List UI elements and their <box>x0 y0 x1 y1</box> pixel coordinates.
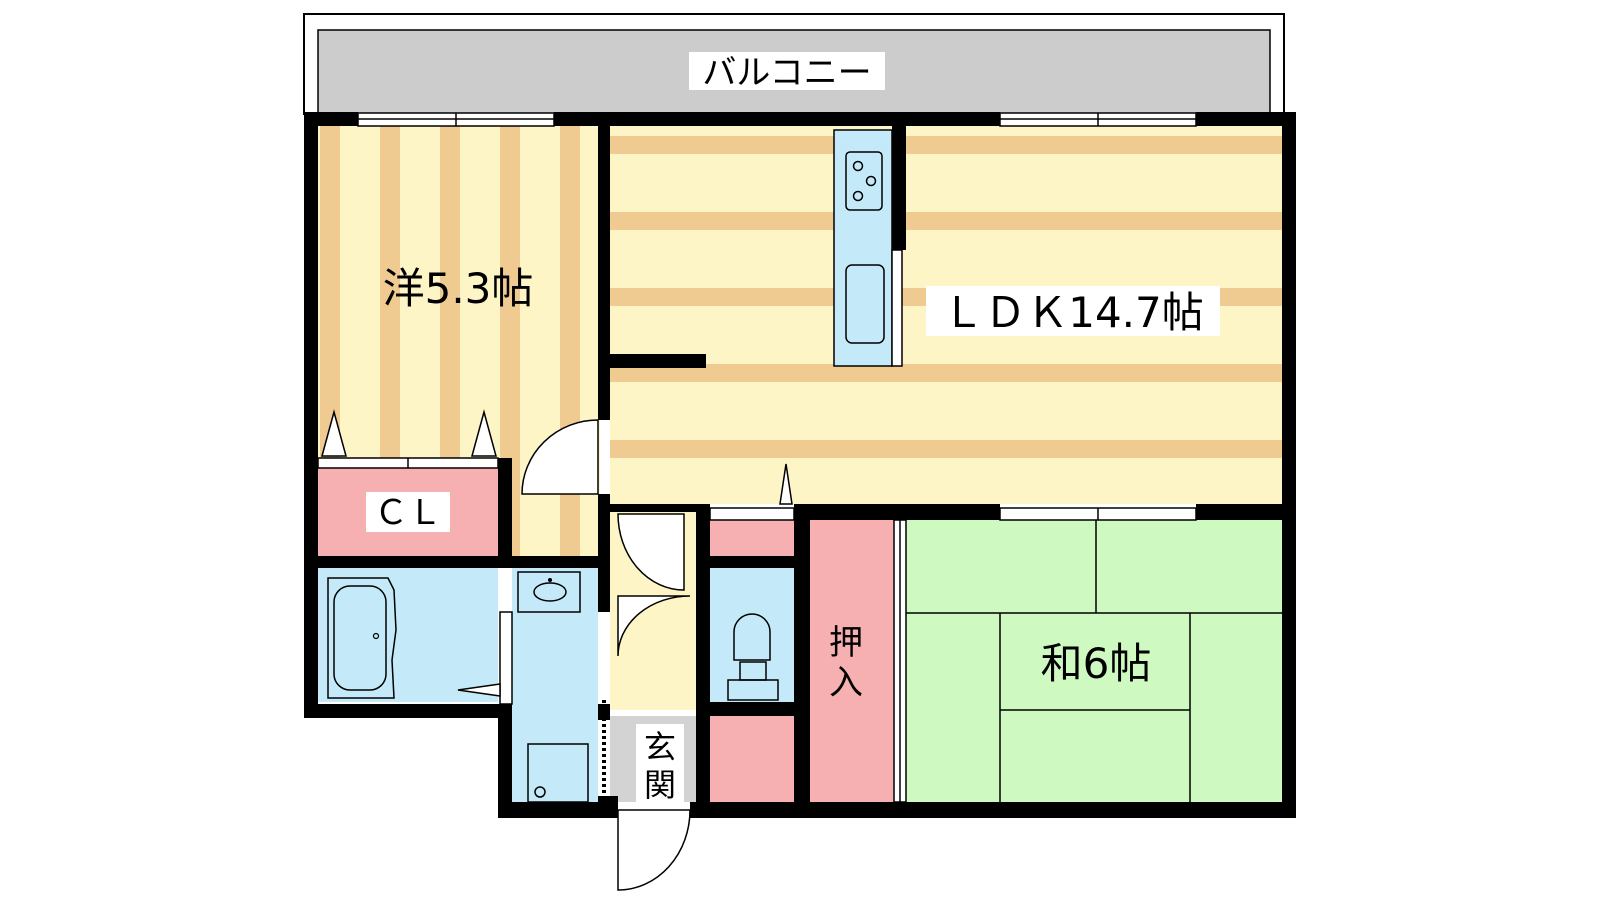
folding-door-markers <box>321 409 793 697</box>
door-swings <box>521 419 691 891</box>
walls <box>304 112 1296 818</box>
japanese-room <box>906 520 1282 802</box>
washroom <box>512 568 598 802</box>
storage-closet-label-1: 押 <box>829 623 863 663</box>
closet-label: ＣＬ <box>374 493 442 533</box>
kitchen-counter <box>833 129 893 367</box>
storage-top <box>710 520 794 556</box>
entrance-label-bg <box>636 724 684 804</box>
sink-icon <box>845 264 885 344</box>
balcony-label: バルコニー <box>702 53 871 93</box>
stove-icon <box>845 151 883 211</box>
japanese-room-label: 和6帖 <box>1041 639 1152 688</box>
balcony: バルコニー <box>303 13 1285 115</box>
entrance-label-1: 玄 <box>644 728 676 766</box>
oshiire-closet <box>810 520 894 802</box>
western-room-label: 洋5.3帖 <box>383 264 534 313</box>
toilet-icon <box>727 613 779 701</box>
storage-closet-label-2: 入 <box>829 663 863 703</box>
bathtub-icon <box>327 577 397 699</box>
bathroom <box>318 568 498 702</box>
wash-basin-icon <box>517 571 581 613</box>
ldk-label-bg <box>926 286 1220 336</box>
shoe-storage <box>710 716 794 802</box>
tatami-lines <box>906 520 1282 802</box>
closet-label-bg <box>366 492 450 532</box>
toilet-room <box>710 568 794 702</box>
ldk-label: ＬＤＫ14.7帖 <box>942 288 1204 337</box>
windows <box>317 112 1197 803</box>
entrance-label-2: 関 <box>644 766 676 804</box>
